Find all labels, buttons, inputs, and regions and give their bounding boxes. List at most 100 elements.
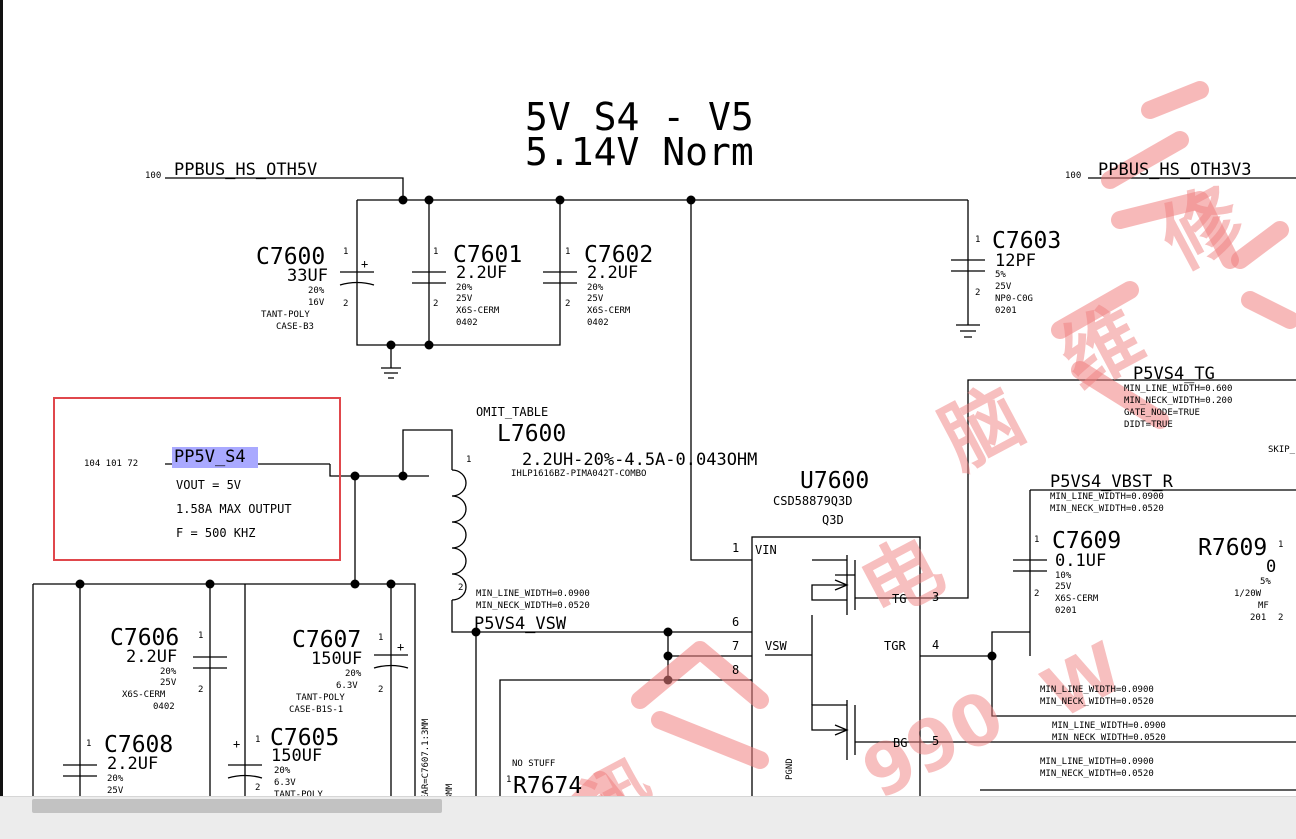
c7601-voltage: 25V bbox=[456, 294, 473, 304]
r7674-pin1: 1 bbox=[506, 775, 511, 785]
c7603-pin1: 1 bbox=[975, 235, 980, 245]
inductor-ref[interactable]: L7600 bbox=[497, 421, 566, 447]
ic-package: Q3D bbox=[822, 513, 844, 527]
c7609-size: 0201 bbox=[1055, 606, 1077, 616]
skip-net-label[interactable]: SKIP_ bbox=[1268, 445, 1296, 455]
c7605-ref[interactable]: C7605 bbox=[270, 725, 339, 751]
ic-pin-num-5: 5 bbox=[932, 734, 939, 748]
c7602-tol: 20% bbox=[587, 283, 604, 293]
c7608-ref[interactable]: C7608 bbox=[104, 732, 173, 758]
bg-prop-line-width: MIN_LINE_WIDTH=0.0900 bbox=[1052, 721, 1166, 731]
tgr-prop-line-width: MIN_LINE_WIDTH=0.0900 bbox=[1040, 685, 1154, 695]
scrollbar-thumb[interactable] bbox=[32, 799, 442, 813]
c7607-ref[interactable]: C7607 bbox=[292, 627, 361, 653]
c7601-size: 0402 bbox=[456, 318, 478, 328]
c7602-pin1: 1 bbox=[565, 247, 570, 257]
c7605-pin1: 1 bbox=[255, 735, 260, 745]
c7600-plus-mark: + bbox=[361, 257, 368, 271]
c7603-voltage: 25V bbox=[995, 282, 1012, 292]
r7609-type: MF bbox=[1258, 601, 1269, 611]
c7606-size: 0402 bbox=[153, 702, 175, 712]
c7603-value: 12PF bbox=[995, 251, 1036, 271]
c7607-tol: 20% bbox=[345, 669, 362, 679]
ppbus-5v-net-label[interactable]: PPBUS_HS_OTH5V bbox=[174, 160, 317, 180]
c7601-pin1: 1 bbox=[433, 247, 438, 257]
r7609-pin1: 1 bbox=[1278, 540, 1283, 550]
ic-pin-vsw: VSW bbox=[765, 639, 787, 653]
c7603-type: NP0-C0G bbox=[995, 294, 1033, 304]
vsw-prop-line-width: MIN_LINE_WIDTH=0.0900 bbox=[476, 589, 590, 599]
selection-highlight-box bbox=[53, 397, 341, 561]
tg-prop-gate-node: GATE_NODE=TRUE bbox=[1124, 408, 1200, 418]
ic-part-number: CSD58879Q3D bbox=[773, 494, 852, 508]
c7609-tol: 10% bbox=[1055, 571, 1072, 581]
c7601-tol: 20% bbox=[456, 283, 473, 293]
junctions bbox=[75, 195, 997, 685]
vbst-prop-neck-width: MIN_NECK_WIDTH=0.0520 bbox=[1050, 504, 1164, 514]
vbst-net-label[interactable]: P5VS4_VBST_R bbox=[1050, 472, 1174, 492]
c7609-value: 0.1UF bbox=[1055, 551, 1106, 571]
pp5v-note-vout: VOUT = 5V bbox=[176, 478, 241, 492]
ic-pin-num-1: 1 bbox=[732, 541, 739, 555]
c7600-voltage: 16V bbox=[308, 298, 325, 308]
c7602-value: 2.2UF bbox=[587, 263, 638, 283]
c7603-ref[interactable]: C7603 bbox=[992, 228, 1061, 254]
watermark-glyph-b: 脑 bbox=[927, 371, 1038, 487]
clearance-label: EAR=C7607.1:3MM bbox=[421, 718, 431, 800]
ppbus-3v3-net-label[interactable]: PPBUS_HS_OTH3V3 bbox=[1098, 160, 1252, 180]
r7609-ref[interactable]: R7609 bbox=[1198, 535, 1267, 561]
c7600-ref[interactable]: C7600 bbox=[256, 244, 325, 270]
ic-pin-bg: BG bbox=[893, 736, 907, 750]
vbst-prop-line-width: MIN_LINE_WIDTH=0.0900 bbox=[1050, 492, 1164, 502]
c7609-ref[interactable]: C7609 bbox=[1052, 528, 1121, 554]
c7609-pin2: 2 bbox=[1034, 589, 1039, 599]
ic-pin-num-8: 8 bbox=[732, 663, 739, 677]
wires bbox=[32, 177, 1296, 800]
r7674-no-stuff: NO STUFF bbox=[512, 759, 555, 769]
ic-pin-tgr: TGR bbox=[884, 639, 906, 653]
c7605-type: TANT-POLY bbox=[274, 790, 323, 800]
ic-ref[interactable]: U7600 bbox=[800, 468, 869, 494]
c7605-pin2: 2 bbox=[255, 783, 260, 793]
clearance-mm-label: 3MM bbox=[445, 783, 455, 800]
capacitor-symbols bbox=[63, 259, 1047, 779]
c7606-ref[interactable]: C7606 bbox=[110, 625, 179, 651]
c7600-tol: 20% bbox=[308, 286, 325, 296]
tgr-prop-neck-width: MIN_NECK_WIDTH=0.0520 bbox=[1040, 697, 1154, 707]
r7674-ref[interactable]: R7674 bbox=[513, 773, 582, 799]
r7609-power: 1/20W bbox=[1234, 589, 1262, 599]
pp5v-net-label[interactable]: PP5V_S4 bbox=[174, 447, 246, 467]
c7601-ref[interactable]: C7601 bbox=[453, 242, 522, 268]
vsw-prop-neck-width: MIN_NECK_WIDTH=0.0520 bbox=[476, 601, 590, 611]
ic-pin-tg: TG bbox=[892, 592, 906, 606]
tg-prop-line-width: MIN_LINE_WIDTH=0.600 bbox=[1124, 384, 1232, 394]
c7600-type: TANT-POLY bbox=[261, 310, 310, 320]
c7608-pin1: 1 bbox=[86, 739, 91, 749]
watermark-glyph-f: W bbox=[1029, 626, 1136, 735]
c7607-value: 150UF bbox=[311, 649, 362, 669]
r7609-size: 201 bbox=[1250, 613, 1266, 623]
c7609-pin1: 1 bbox=[1034, 535, 1039, 545]
c7605-voltage: 6.3V bbox=[274, 778, 296, 788]
sheet-title: 5V S4 - V5 bbox=[525, 95, 754, 139]
inductor-part: IHLP1616BZ-PIMA042T-COMBO bbox=[511, 469, 646, 479]
c7606-pin1: 1 bbox=[198, 631, 203, 641]
c7609-voltage: 25V bbox=[1055, 582, 1072, 592]
c7609-type: X6S-CERM bbox=[1055, 594, 1099, 604]
sheet-subtitle: 5.14V Norm bbox=[525, 130, 754, 174]
c7600-pin2: 2 bbox=[343, 299, 348, 309]
c7602-size: 0402 bbox=[587, 318, 609, 328]
c7607-voltage: 6.3V bbox=[336, 681, 358, 691]
c7607-pin1: 1 bbox=[378, 633, 383, 643]
vsw-net-label[interactable]: P5VS4_VSW bbox=[474, 614, 567, 634]
tg-prop-neck-width: MIN_NECK_WIDTH=0.200 bbox=[1124, 396, 1232, 406]
c7602-voltage: 25V bbox=[587, 294, 604, 304]
c7603-pin2: 2 bbox=[975, 288, 980, 298]
tg-net-label[interactable]: P5VS4_TG bbox=[1133, 364, 1215, 384]
c7607-pin2: 2 bbox=[378, 685, 383, 695]
horizontal-scrollbar[interactable] bbox=[0, 796, 1296, 839]
ic-pin-num-7: 7 bbox=[732, 639, 739, 653]
c7608-tol: 20% bbox=[107, 774, 124, 784]
c7602-ref[interactable]: C7602 bbox=[584, 242, 653, 268]
c7600-value: 33UF bbox=[287, 266, 328, 286]
